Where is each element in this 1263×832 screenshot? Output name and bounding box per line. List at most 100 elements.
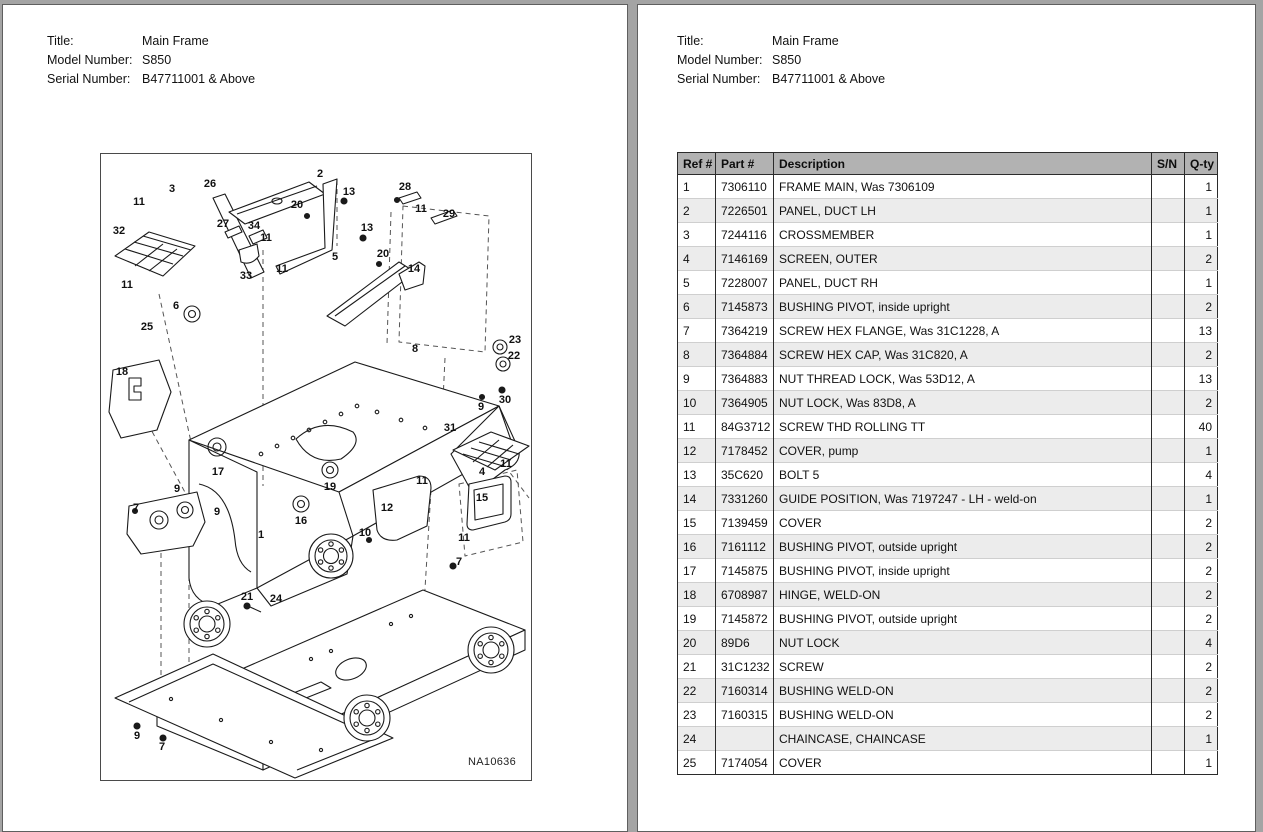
sn-cell	[1151, 726, 1185, 751]
sn-cell	[1151, 678, 1185, 703]
description-cell: BUSHING WELD-ON	[773, 678, 1152, 703]
ref-cell: 7	[677, 318, 716, 343]
sn-cell	[1151, 222, 1185, 247]
diagram-callout-3: 3	[168, 183, 176, 195]
part-cell: 7145873	[715, 294, 774, 319]
part-cell: 7139459	[715, 510, 774, 535]
part-cell: 7174054	[715, 750, 774, 775]
diagram-callout-13: 13	[342, 186, 356, 198]
part-cell: 7160315	[715, 702, 774, 727]
ref-cell: 11	[677, 414, 716, 439]
qty-cell: 2	[1184, 582, 1218, 607]
diagram-callout-17: 17	[211, 466, 225, 478]
description-cell: BUSHING PIVOT, inside upright	[773, 558, 1152, 583]
page-right: Title: Main Frame Model Number: S850 Ser…	[637, 4, 1256, 832]
description-cell: BUSHING PIVOT, outside upright	[773, 606, 1152, 631]
diagram-callout-11: 11	[133, 196, 145, 208]
sn-cell	[1151, 198, 1185, 223]
ref-cell: 1	[677, 174, 716, 199]
description-cell: BOLT 5	[773, 462, 1152, 487]
diagram-callout-20: 20	[376, 248, 390, 260]
diagram-callout-16: 16	[294, 515, 308, 527]
diagram-callout-25: 25	[140, 321, 154, 333]
ref-cell: 4	[677, 246, 716, 271]
ref-cell: 14	[677, 486, 716, 511]
diagram-callout-24: 24	[269, 593, 283, 605]
description-cell: NUT LOCK	[773, 630, 1152, 655]
title-value: Main Frame	[772, 34, 839, 48]
qty-cell: 1	[1184, 270, 1218, 295]
ref-cell: 24	[677, 726, 716, 751]
part-cell: 7244116	[715, 222, 774, 247]
col-header-ref-: Ref #	[677, 152, 716, 175]
diagram-callout-13: 13	[360, 222, 374, 234]
description-cell: HINGE, WELD-ON	[773, 582, 1152, 607]
ref-cell: 16	[677, 534, 716, 559]
qty-cell: 2	[1184, 678, 1218, 703]
description-cell: SCREW HEX FLANGE, Was 31C1228, A	[773, 318, 1152, 343]
diagram-callout-14: 14	[407, 263, 421, 275]
part-cell: 7364219	[715, 318, 774, 343]
diagram-callout-11: 11	[121, 279, 133, 291]
sn-cell	[1151, 510, 1185, 535]
diagram-callout-11: 11	[500, 458, 512, 470]
part-cell: 7145875	[715, 558, 774, 583]
qty-cell: 2	[1184, 510, 1218, 535]
diagram-callout-11: 11	[416, 475, 428, 487]
ref-cell: 22	[677, 678, 716, 703]
qty-cell: 4	[1184, 630, 1218, 655]
diagram-callout-6: 6	[172, 300, 180, 312]
diagram-callout-21: 21	[240, 591, 254, 603]
exploded-diagram-drawing	[108, 178, 530, 779]
diagram-callout-34: 34	[247, 220, 261, 232]
diagram-callout-18: 18	[115, 366, 129, 378]
col-header-q-ty: Q-ty	[1184, 152, 1218, 175]
part-cell: 6708987	[715, 582, 774, 607]
sn-cell	[1151, 558, 1185, 583]
table-row: 24 CHAINCASE, CHAINCASE 1	[677, 726, 1218, 751]
ref-cell: 20	[677, 630, 716, 655]
qty-cell: 1	[1184, 174, 1218, 199]
diagram-callout-32: 32	[112, 225, 126, 237]
ref-cell: 15	[677, 510, 716, 535]
part-cell: 7364905	[715, 390, 774, 415]
col-header-s-n: S/N	[1151, 152, 1185, 175]
description-cell: COVER	[773, 750, 1152, 775]
sn-cell	[1151, 654, 1185, 679]
diagram-callout-7: 7	[132, 502, 140, 514]
serial-label: Serial Number:	[47, 72, 131, 86]
part-cell: 89D6	[715, 630, 774, 655]
ref-cell: 12	[677, 438, 716, 463]
diagram-callout-15: 15	[475, 492, 489, 504]
serial-label: Serial Number:	[677, 72, 761, 86]
description-cell: COVER	[773, 510, 1152, 535]
diagram-callout-11: 11	[415, 203, 427, 215]
sn-cell	[1151, 750, 1185, 775]
diagram-callout-11: 11	[276, 263, 288, 275]
qty-cell: 2	[1184, 654, 1218, 679]
part-cell: 7161112	[715, 534, 774, 559]
diagram-callout-11: 11	[458, 532, 470, 544]
ref-cell: 8	[677, 342, 716, 367]
diagram-callout-7: 7	[158, 741, 166, 753]
sn-cell	[1151, 702, 1185, 727]
description-cell: PANEL, DUCT RH	[773, 270, 1152, 295]
description-cell: BUSHING PIVOT, outside upright	[773, 534, 1152, 559]
part-cell: 31C1232	[715, 654, 774, 679]
diagram-callout-8: 8	[411, 343, 419, 355]
description-cell: CHAINCASE, CHAINCASE	[773, 726, 1152, 751]
qty-cell: 1	[1184, 726, 1218, 751]
part-cell: 7364883	[715, 366, 774, 391]
part-cell: 7226501	[715, 198, 774, 223]
